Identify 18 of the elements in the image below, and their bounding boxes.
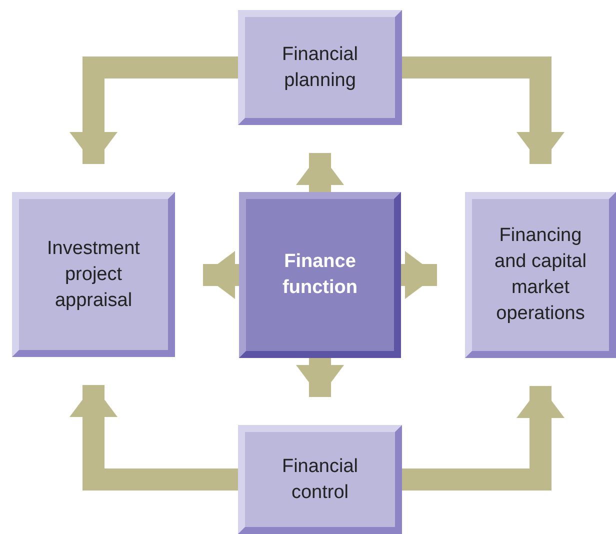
box-label: Finance function — [282, 250, 358, 300]
box-label: Financial planning — [280, 42, 360, 92]
process-box — [12, 192, 175, 357]
process-box — [465, 192, 616, 358]
arrow — [203, 251, 239, 299]
arrow — [402, 56, 564, 164]
box-label: Financing and capital market operations — [494, 224, 588, 326]
arrow — [70, 56, 238, 164]
box-label: Investment project appraisal — [46, 236, 141, 312]
process-box — [238, 10, 402, 125]
process-box — [238, 425, 402, 534]
arrow — [296, 153, 344, 192]
arrow — [70, 385, 238, 490]
central-box — [239, 192, 401, 358]
arrow — [401, 251, 437, 299]
box-label: Financial control — [280, 454, 360, 504]
arrow — [296, 358, 344, 397]
arrow — [402, 386, 564, 490]
